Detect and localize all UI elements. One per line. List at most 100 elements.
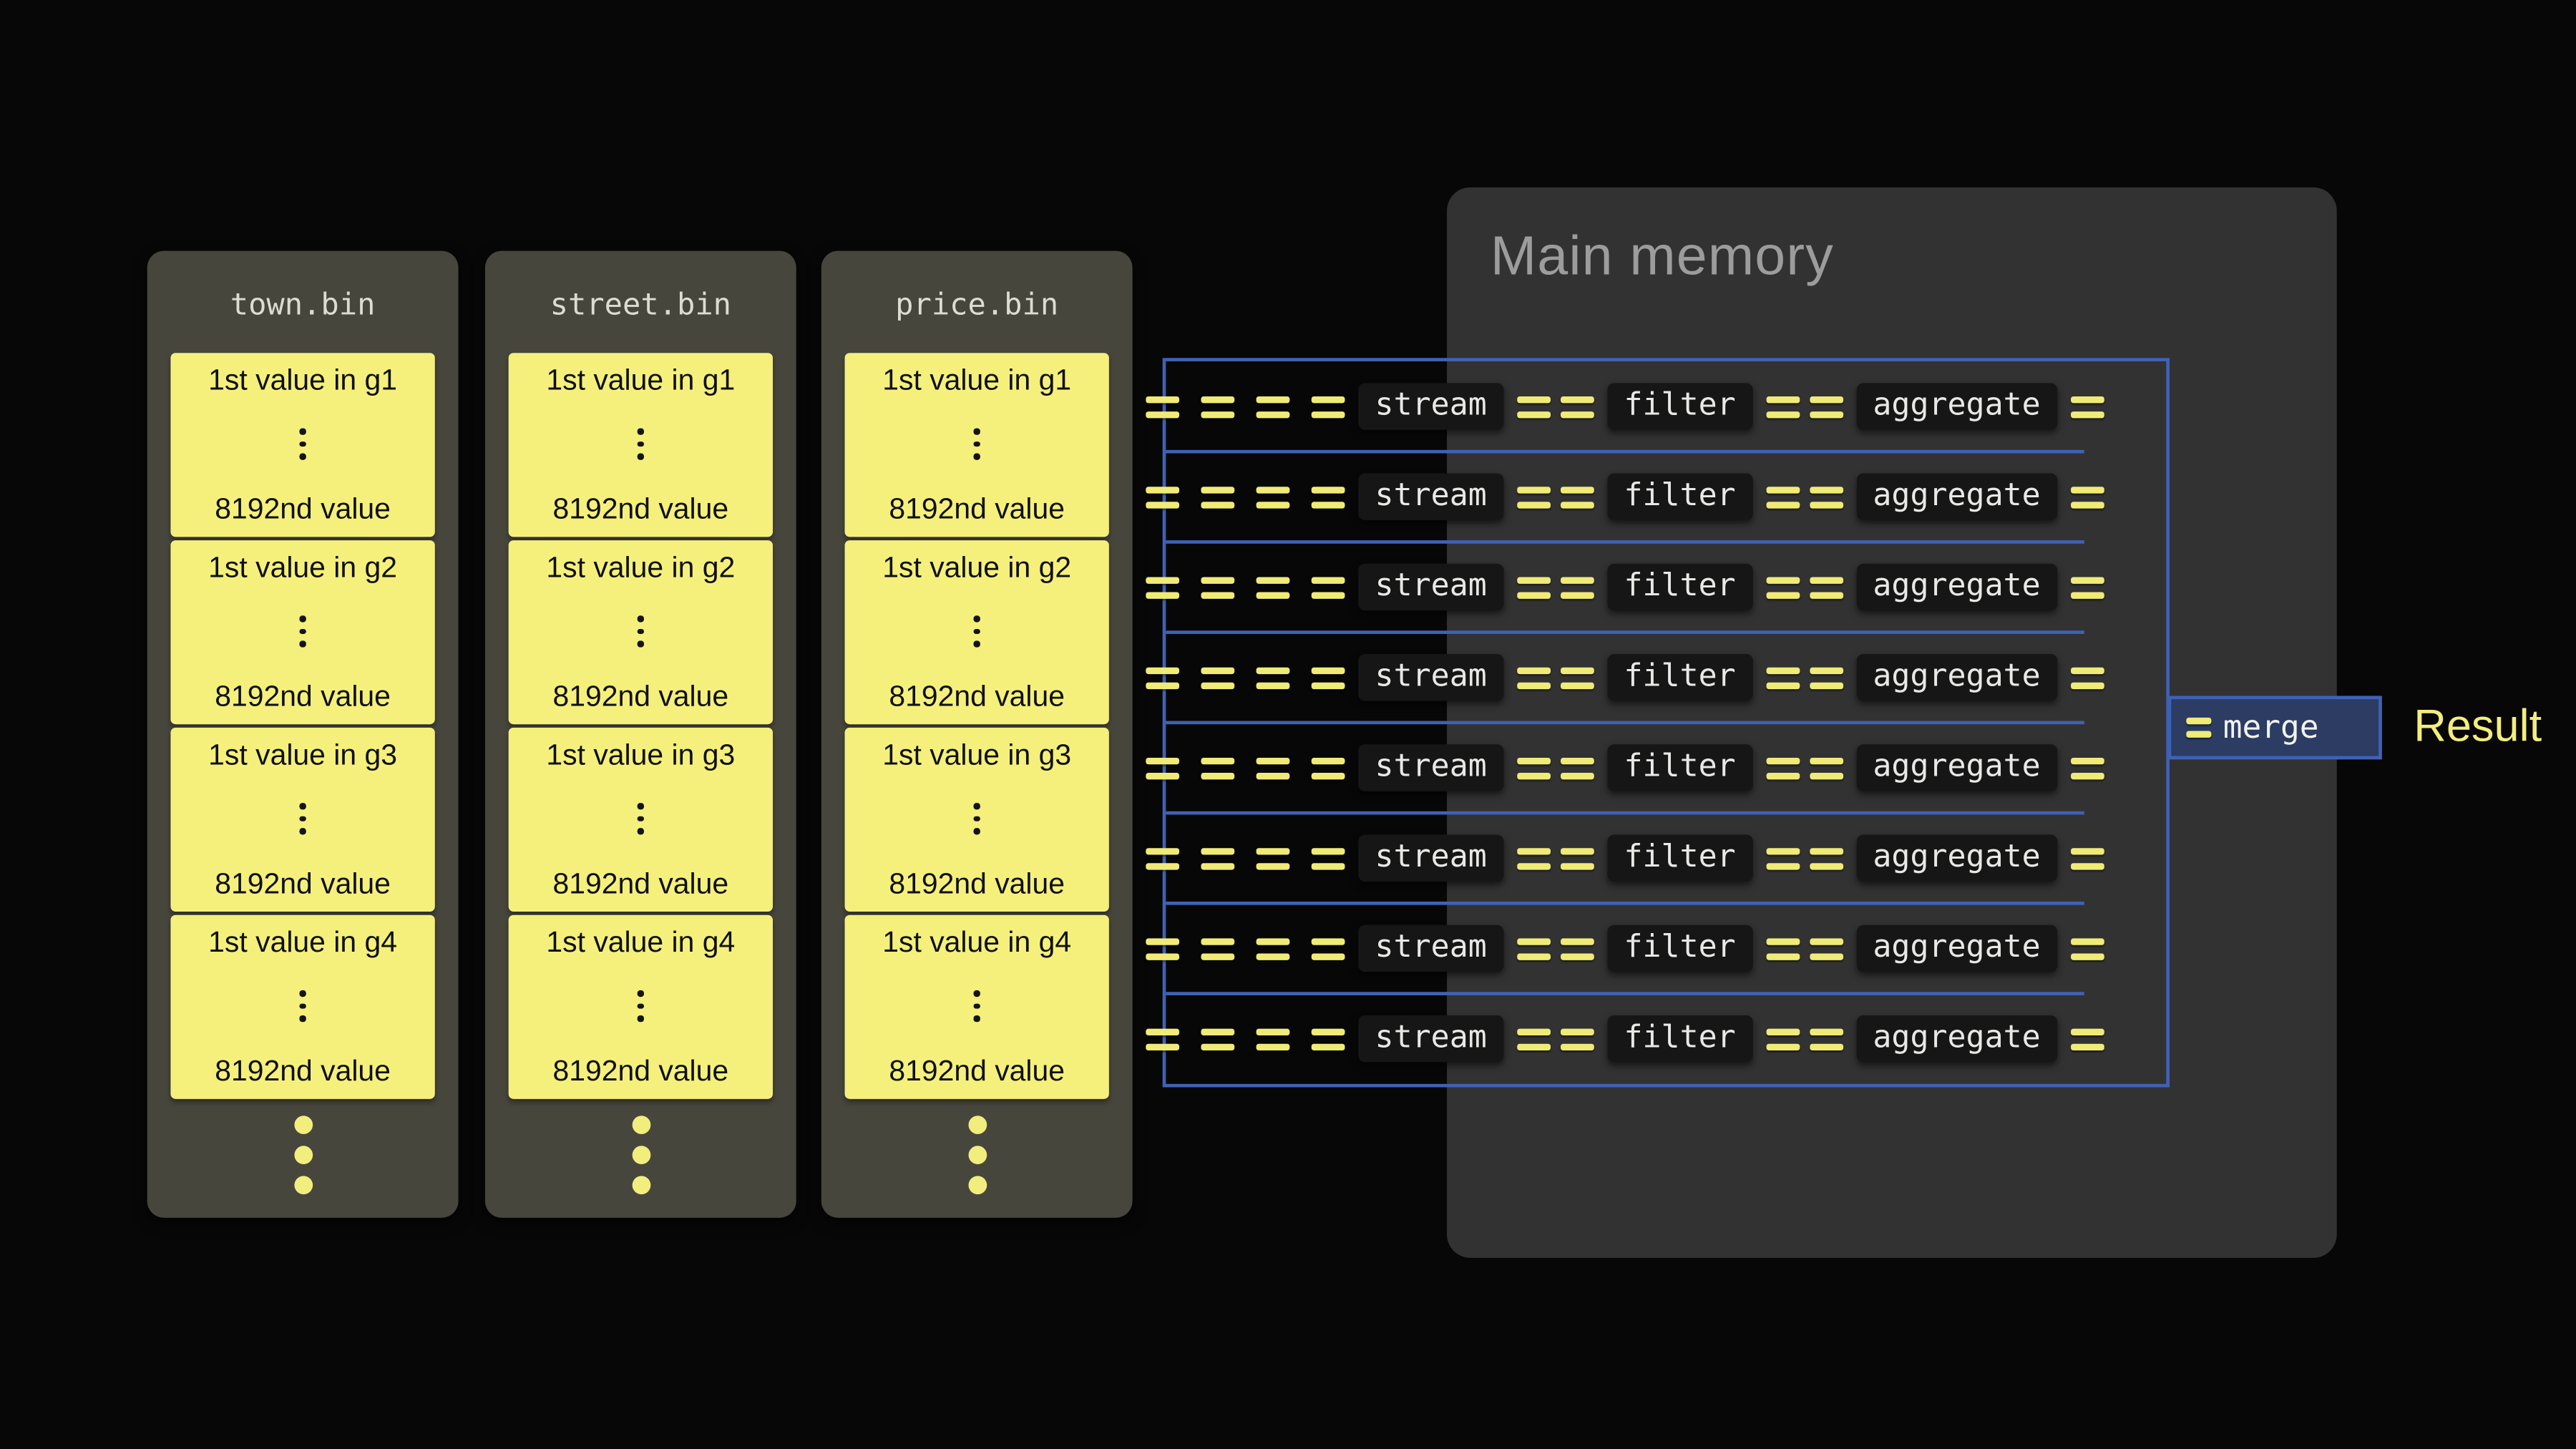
group-first-value: 1st value in g4	[882, 924, 1072, 959]
flow-dash-icon	[1201, 576, 1235, 598]
flow-dash-group	[2070, 847, 2104, 869]
flow-dash-icon	[1516, 576, 1551, 598]
aggregate-op-box: aggregate	[1856, 744, 2058, 791]
filter-op-box: filter	[1607, 473, 1753, 521]
filter-op-box: filter	[1607, 1015, 1753, 1063]
flow-dash-icon	[1765, 666, 1800, 688]
flow-dash-icon	[1146, 486, 1180, 508]
group-first-value: 1st value in g2	[208, 550, 398, 584]
vertical-ellipsis-icon	[638, 429, 644, 460]
aggregate-op-box: aggregate	[1856, 473, 2058, 521]
flow-dash-icon	[2070, 937, 2104, 960]
flow-dash-group	[1146, 666, 1345, 688]
flow-dash-icon	[1765, 847, 1800, 869]
flow-dash-icon	[1201, 937, 1235, 960]
merge-box: merge	[2167, 696, 2382, 760]
group-last-value: 8192nd value	[889, 491, 1065, 525]
group-last-value: 8192nd value	[215, 491, 391, 525]
group-first-value: 1st value in g1	[546, 363, 736, 397]
vertical-ellipsis-icon	[638, 803, 644, 834]
flow-dash-icon	[1311, 666, 1345, 688]
flow-dash-icon	[1256, 1028, 1290, 1050]
flow-dash-icon	[1146, 756, 1180, 779]
flow-dash-icon	[1560, 847, 1594, 869]
value-group: 1st value in g4 8192nd value	[508, 914, 773, 1099]
more-groups-ellipsis-icon	[147, 1116, 459, 1195]
flow-dash-icon	[1146, 937, 1180, 960]
flow-dash-group	[1516, 756, 1594, 779]
file-name: street.bin	[550, 288, 731, 323]
group-last-value: 8192nd value	[889, 1053, 1065, 1088]
group-last-value: 8192nd value	[552, 1053, 729, 1088]
flow-dash-icon	[1560, 395, 1594, 418]
filter-op-box: filter	[1607, 383, 1753, 430]
flow-dash-icon	[1311, 937, 1345, 960]
flow-dash-group	[2070, 395, 2104, 418]
flow-dash-icon	[1516, 847, 1551, 869]
more-groups-ellipsis-icon	[485, 1116, 796, 1195]
flow-dash-icon	[1560, 666, 1594, 688]
flow-dash-icon	[1311, 1028, 1345, 1050]
flow-dash-icon	[1256, 937, 1290, 960]
filter-op-box: filter	[1607, 924, 1753, 972]
flow-dash-icon	[1201, 486, 1235, 508]
stream-op-box: stream	[1358, 834, 1504, 882]
stream-op-box: stream	[1358, 383, 1504, 430]
flow-dash-group	[1516, 847, 1594, 869]
flow-dash-icon	[1809, 1028, 1843, 1050]
flow-dash-icon	[1256, 756, 1290, 779]
group-last-value: 8192nd value	[215, 1053, 391, 1088]
flow-dash-icon	[2070, 756, 2104, 779]
flow-dash-group	[1146, 1028, 1345, 1050]
group-last-value: 8192nd value	[552, 678, 729, 713]
flow-dash-icon	[1311, 847, 1345, 869]
aggregate-op-box: aggregate	[1856, 1015, 2058, 1063]
flow-dash-group	[1765, 576, 1843, 598]
vertical-ellipsis-icon	[300, 429, 306, 460]
flow-dash-icon	[1560, 576, 1594, 598]
flow-dash-icon	[1201, 1028, 1235, 1050]
group-first-value: 1st value in g3	[208, 737, 398, 771]
flow-dash-group	[1516, 486, 1594, 508]
flow-dash-icon	[1809, 756, 1843, 779]
flow-dash-icon	[2070, 395, 2104, 418]
flow-dash-icon	[1256, 486, 1290, 508]
vertical-ellipsis-icon	[300, 803, 306, 834]
flow-dash-group	[1765, 847, 1843, 869]
flow-dash-icon	[1146, 576, 1180, 598]
main-memory-title: Main memory	[1490, 224, 1834, 286]
value-groups: 1st value in g1 8192nd value 1st value i…	[508, 353, 773, 1099]
vertical-ellipsis-icon	[638, 990, 644, 1022]
group-first-value: 1st value in g2	[546, 550, 736, 584]
flow-dash-icon	[1516, 1028, 1551, 1050]
aggregate-op-box: aggregate	[1856, 924, 2058, 972]
flow-dash-icon	[1809, 486, 1843, 508]
stream-op-box: stream	[1358, 744, 1504, 791]
flow-dash-icon	[1201, 666, 1235, 688]
vertical-ellipsis-icon	[974, 803, 980, 834]
flow-dash-icon	[1560, 756, 1594, 779]
value-group: 1st value in g3 8192nd value	[508, 727, 773, 912]
group-last-value: 8192nd value	[215, 678, 391, 713]
filter-op-box: filter	[1607, 744, 1753, 791]
value-group: 1st value in g2 8192nd value	[170, 540, 435, 725]
flow-dash-icon	[2070, 1028, 2104, 1050]
flow-dash-group	[1765, 395, 1843, 418]
flow-dash-icon	[1146, 1028, 1180, 1050]
flow-dash-icon	[1516, 395, 1551, 418]
flow-dash-group	[1146, 937, 1345, 960]
flow-dash-icon	[1560, 486, 1594, 508]
stream-op-box: stream	[1358, 563, 1504, 611]
group-first-value: 1st value in g3	[546, 737, 736, 771]
filter-op-box: filter	[1607, 563, 1753, 611]
value-group: 1st value in g4 8192nd value	[844, 914, 1109, 1099]
value-group: 1st value in g1 8192nd value	[508, 353, 773, 537]
flow-dash-icon	[2186, 717, 2212, 738]
flow-dash-group	[2070, 1028, 2104, 1050]
value-group: 1st value in g3 8192nd value	[844, 727, 1109, 912]
